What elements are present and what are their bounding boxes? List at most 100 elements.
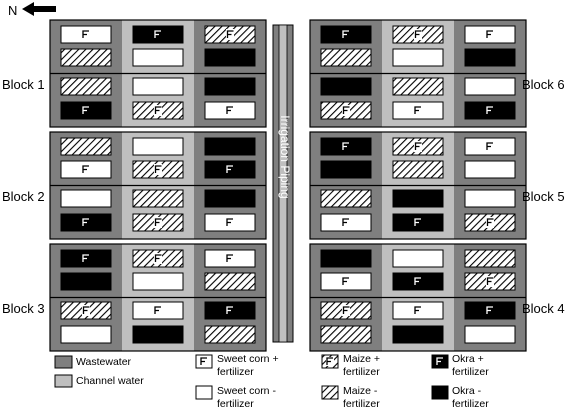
irrigation-pipe-inner [278, 24, 288, 343]
plot-sweetcorn-minus-rect [132, 77, 184, 96]
legend-sweetcorn-plus-label: Sweet corn +fertilizer [217, 353, 279, 378]
plot-sweetcorn-minus [464, 189, 516, 208]
plot-sweetcorn-plus [464, 25, 516, 44]
plot-maize-minus-rect [132, 189, 184, 208]
fertilizer-f-mark [436, 357, 443, 365]
plot-maize-minus [60, 48, 112, 67]
north-arrow-icon [22, 2, 56, 16]
plot-okra-plus [464, 101, 516, 120]
plot-okra-minus-rect [60, 272, 112, 291]
plot-maize-minus-rect [320, 48, 372, 67]
fertilizer-f-mark [326, 357, 333, 365]
plot-sweetcorn-minus [60, 189, 112, 208]
fertilizer-f-mark [414, 277, 421, 285]
plot-okra-plus [204, 301, 256, 320]
legend-maize-plus-swatch [321, 354, 339, 369]
legend-sweetcorn-plus-swatch [195, 354, 213, 369]
plot-maize-plus [60, 301, 112, 320]
fertilizer-f-mark [486, 106, 493, 114]
fertilizer-f-mark [226, 165, 233, 173]
plot-sweetcorn-plus [204, 213, 256, 232]
plot-sweetcorn-plus [204, 101, 256, 120]
plot-sweetcorn-plus [320, 213, 372, 232]
fertilizer-f-mark [414, 306, 421, 314]
fertilizer-f-mark [154, 254, 162, 262]
plot-okra-minus-rect [392, 189, 444, 208]
plot-maize-minus [464, 249, 516, 268]
fertilizer-f-mark [82, 30, 89, 38]
plot-okra-minus-rect [320, 77, 372, 96]
plot-sweetcorn-minus-rect [60, 325, 112, 344]
plot-okra-minus [204, 137, 256, 156]
plot-okra-minus-rect [464, 48, 516, 67]
fertilizer-f-mark [226, 306, 233, 314]
block-label-2: Block 2 [2, 189, 45, 204]
fertilizer-f-mark [226, 218, 233, 226]
fertilizer-f-mark [154, 306, 161, 314]
plot-sweetcorn-minus-rect [392, 48, 444, 67]
legend-channel-swatch [54, 374, 73, 388]
fertilizer-f-mark [342, 142, 349, 150]
plot-sweetcorn-minus [132, 48, 184, 67]
plot-maize-minus [60, 137, 112, 156]
plot-sweetcorn-minus [392, 48, 444, 67]
block-2 [49, 131, 267, 240]
plot-okra-minus-rect [320, 249, 372, 268]
fertilizer-f-mark [342, 306, 350, 314]
plot-maize-minus-rect [60, 48, 112, 67]
legend-maize-minus-swatch-rect [321, 385, 339, 400]
plot-sweetcorn-minus [60, 325, 112, 344]
fertilizer-f-mark [486, 142, 493, 150]
plot-maize-minus-rect [60, 137, 112, 156]
legend-channel-label: Channel water [76, 375, 144, 387]
plot-sweetcorn-minus [464, 160, 516, 179]
plot-maize-minus-rect [60, 77, 112, 96]
fertilizer-f-mark [82, 254, 89, 262]
plot-okra-minus-rect [204, 77, 256, 96]
plot-sweetcorn-minus-rect [464, 189, 516, 208]
block-3 [49, 243, 267, 352]
plot-okra-plus [392, 272, 444, 291]
fertilizer-f-mark [486, 306, 493, 314]
plot-maize-minus-rect [392, 77, 444, 96]
plot-okra-minus-rect [204, 137, 256, 156]
block-5 [309, 131, 527, 240]
plot-okra-plus [320, 137, 372, 156]
plot-sweetcorn-minus-rect [132, 272, 184, 291]
block-4 [309, 243, 527, 352]
plot-sweetcorn-minus-rect [392, 249, 444, 268]
fertilizer-f-mark [342, 30, 349, 38]
plot-okra-minus-rect [204, 189, 256, 208]
plot-maize-minus [204, 325, 256, 344]
irrigation-piping-label: Irrigation Piping [278, 115, 292, 199]
plot-okra-minus [204, 48, 256, 67]
plot-okra-plus [60, 101, 112, 120]
plot-maize-minus [204, 272, 256, 291]
fertilizer-f-mark [226, 254, 233, 262]
irrigation-pipe [272, 24, 294, 343]
plot-okra-minus-rect [132, 325, 184, 344]
fertilizer-f-mark [154, 218, 162, 226]
fertilizer-f-mark [342, 218, 349, 226]
plot-okra-minus-rect [392, 325, 444, 344]
plot-sweetcorn-plus [60, 25, 112, 44]
plot-okra-minus-rect [320, 160, 372, 179]
plot-maize-plus [320, 101, 372, 120]
plot-sweetcorn-plus [392, 301, 444, 320]
plot-maize-plus [132, 160, 184, 179]
plot-sweetcorn-plus [204, 249, 256, 268]
plot-sweetcorn-minus-rect [60, 189, 112, 208]
plot-sweetcorn-plus [320, 272, 372, 291]
legend-maize-minus-swatch [321, 385, 339, 400]
legend-wastewater-swatch [54, 355, 73, 369]
legend-sweetcorn-minus-swatch-rect [195, 385, 213, 400]
fertilizer-f-mark [200, 357, 207, 365]
plot-sweetcorn-minus [132, 272, 184, 291]
fertilizer-f-mark [414, 218, 421, 226]
fertilizer-f-mark [414, 30, 422, 38]
plot-maize-minus [132, 189, 184, 208]
plot-maize-plus [392, 25, 444, 44]
block-label-1: Block 1 [2, 77, 45, 92]
legend-sweetcorn-minus-swatch [195, 385, 213, 400]
